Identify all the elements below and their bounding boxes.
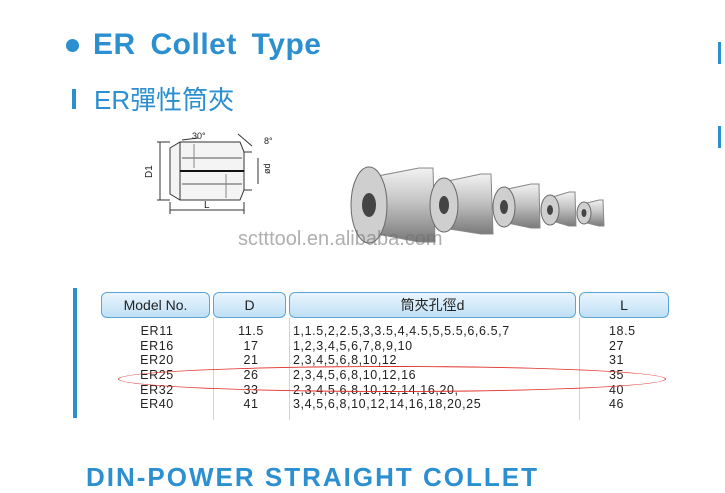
collets-product-photo <box>350 166 605 244</box>
cell-d: 21 <box>243 353 259 368</box>
collet-3 <box>492 183 541 229</box>
title-bullet <box>66 38 79 52</box>
subtitle-bar <box>72 88 76 109</box>
right-edge-mark <box>718 42 721 64</box>
l-label: L <box>204 200 210 211</box>
cell-d: 17 <box>243 338 259 353</box>
table-header: Model No. D 筒夾孔徑d L <box>101 292 669 318</box>
cell-model: ER40 <box>140 397 174 412</box>
next-section-heading: DIN-POWER STRAIGHT COLLET <box>86 462 539 492</box>
table-row: ER40 41 3,4,5,6,8,10,12,14,16,18,20,25 4… <box>101 397 669 412</box>
header-d: D <box>213 292 286 318</box>
header-l: L <box>579 292 669 318</box>
table-row: ER20 21 2,3,4,5,6,8,10,12 31 <box>101 353 669 368</box>
right-edge-mark <box>718 126 721 148</box>
spec-table: Model No. D 筒夾孔徑d L ER11 11.5 1,1.5,2,2.… <box>101 292 669 412</box>
table-row: ER16 17 1,2,3,4,5,6,7,8,9,10 27 <box>101 339 669 354</box>
cell-d: 11.5 <box>238 324 264 339</box>
cell-model: ER16 <box>140 338 174 353</box>
cell-l: 46 <box>609 397 625 412</box>
header-bore: 筒夾孔徑d <box>289 292 576 318</box>
cell-l: 27 <box>609 338 625 353</box>
cell-bore: 1,1.5,2,2.5,3,3.5,4,4.5,5,5.5,6,6.5,7 <box>293 324 510 339</box>
collet-technical-drawing: 30° 8° D1 ød L <box>144 131 273 214</box>
cell-bore: 1,2,3,4,5,6,7,8,9,10 <box>293 338 413 353</box>
table-row: ER11 11.5 1,1.5,2,2.5,3,3.5,4,4.5,5,5.5,… <box>101 324 669 339</box>
d-label: ød <box>262 163 272 174</box>
cell-l: 18.5 <box>609 324 636 339</box>
page-subtitle: ER彈性筒夾 <box>94 85 235 115</box>
angle-30-label: 30° <box>192 131 206 141</box>
cell-bore: 2,3,4,5,6,8,10,12 <box>293 353 398 368</box>
collet-1 <box>350 166 436 244</box>
watermark: sctttool.en.alibaba.com <box>238 228 443 250</box>
collet-2 <box>429 173 494 235</box>
cell-bore: 3,4,5,6,8,10,12,14,16,18,20,25 <box>293 397 482 412</box>
subtitle-row: ER彈性筒夾 <box>72 80 234 117</box>
angle-8-label: 8° <box>264 136 273 146</box>
collet-5 <box>576 199 605 227</box>
header-model: Model No. <box>101 292 210 318</box>
cell-l: 31 <box>609 353 625 368</box>
cell-d: 41 <box>243 397 259 412</box>
cell-model: ER20 <box>140 353 174 368</box>
d1-label: D1 <box>144 165 155 178</box>
page-title: ER Collet Type <box>93 28 322 61</box>
title-row: ER Collet Type <box>66 28 321 62</box>
cell-model: ER11 <box>140 324 174 339</box>
table-left-rule <box>73 288 77 418</box>
highlight-ellipse <box>118 366 666 392</box>
collet-4 <box>540 191 577 227</box>
